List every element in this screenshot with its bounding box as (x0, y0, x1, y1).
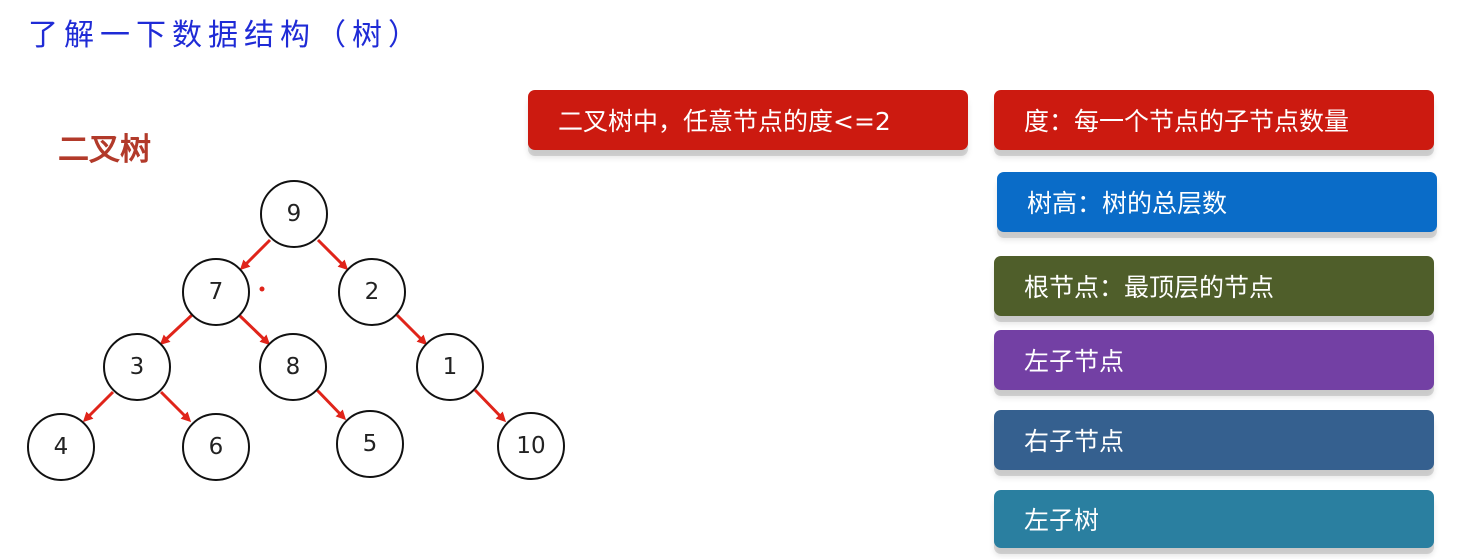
tree-node-2: 2 (338, 258, 406, 326)
section-label-binary-tree: 二叉树 (58, 132, 151, 168)
page-title: 了解一下数据结构（树） (28, 18, 424, 53)
node-label-5: 5 (363, 431, 378, 457)
stray-dot (259, 286, 265, 292)
node-label-6: 6 (209, 434, 224, 460)
tree-node-5: 5 (336, 410, 404, 478)
node-label-8: 8 (286, 354, 301, 380)
card-tree-height: 树高：树的总层数 (997, 172, 1437, 232)
edge-1-10 (473, 388, 507, 423)
tree-node-4: 4 (27, 413, 95, 481)
edge-2-1 (395, 313, 428, 346)
tree-node-8: 8 (259, 333, 327, 401)
binary-tree-diagram: 9 7 2 3 8 1 4 6 5 10 (27, 180, 565, 481)
card-left-subtree: 左子树 (994, 490, 1434, 548)
tree-node-10: 10 (497, 412, 565, 480)
node-label-2: 2 (365, 279, 380, 305)
tree-node-9: 9 (260, 180, 328, 248)
card-binary-tree-degree-rule: 二叉树中，任意节点的度<=2 (528, 90, 968, 150)
edge-9-2 (316, 238, 349, 271)
card-right-child-node: 右子节点 (994, 410, 1434, 470)
edge-7-3 (159, 313, 194, 346)
edge-9-7 (239, 238, 272, 271)
card-degree-definition: 度：每一个节点的子节点数量 (994, 90, 1434, 150)
card-root-node: 根节点：最顶层的节点 (994, 256, 1434, 316)
node-label-3: 3 (130, 354, 145, 380)
node-label-7: 7 (209, 279, 224, 305)
tree-node-7: 7 (182, 258, 250, 326)
node-label-1: 1 (443, 354, 458, 380)
node-label-9: 9 (287, 201, 302, 227)
edge-7-8 (237, 313, 271, 346)
edge-3-4 (82, 390, 115, 423)
edge-3-6 (159, 390, 192, 423)
card-left-child-node: 左子节点 (994, 330, 1434, 390)
edge-8-5 (315, 388, 347, 421)
tree-node-1: 1 (416, 333, 484, 401)
tree-node-3: 3 (103, 333, 171, 401)
tree-node-6: 6 (182, 413, 250, 481)
node-label-4: 4 (54, 434, 69, 460)
node-label-10: 10 (516, 433, 545, 459)
